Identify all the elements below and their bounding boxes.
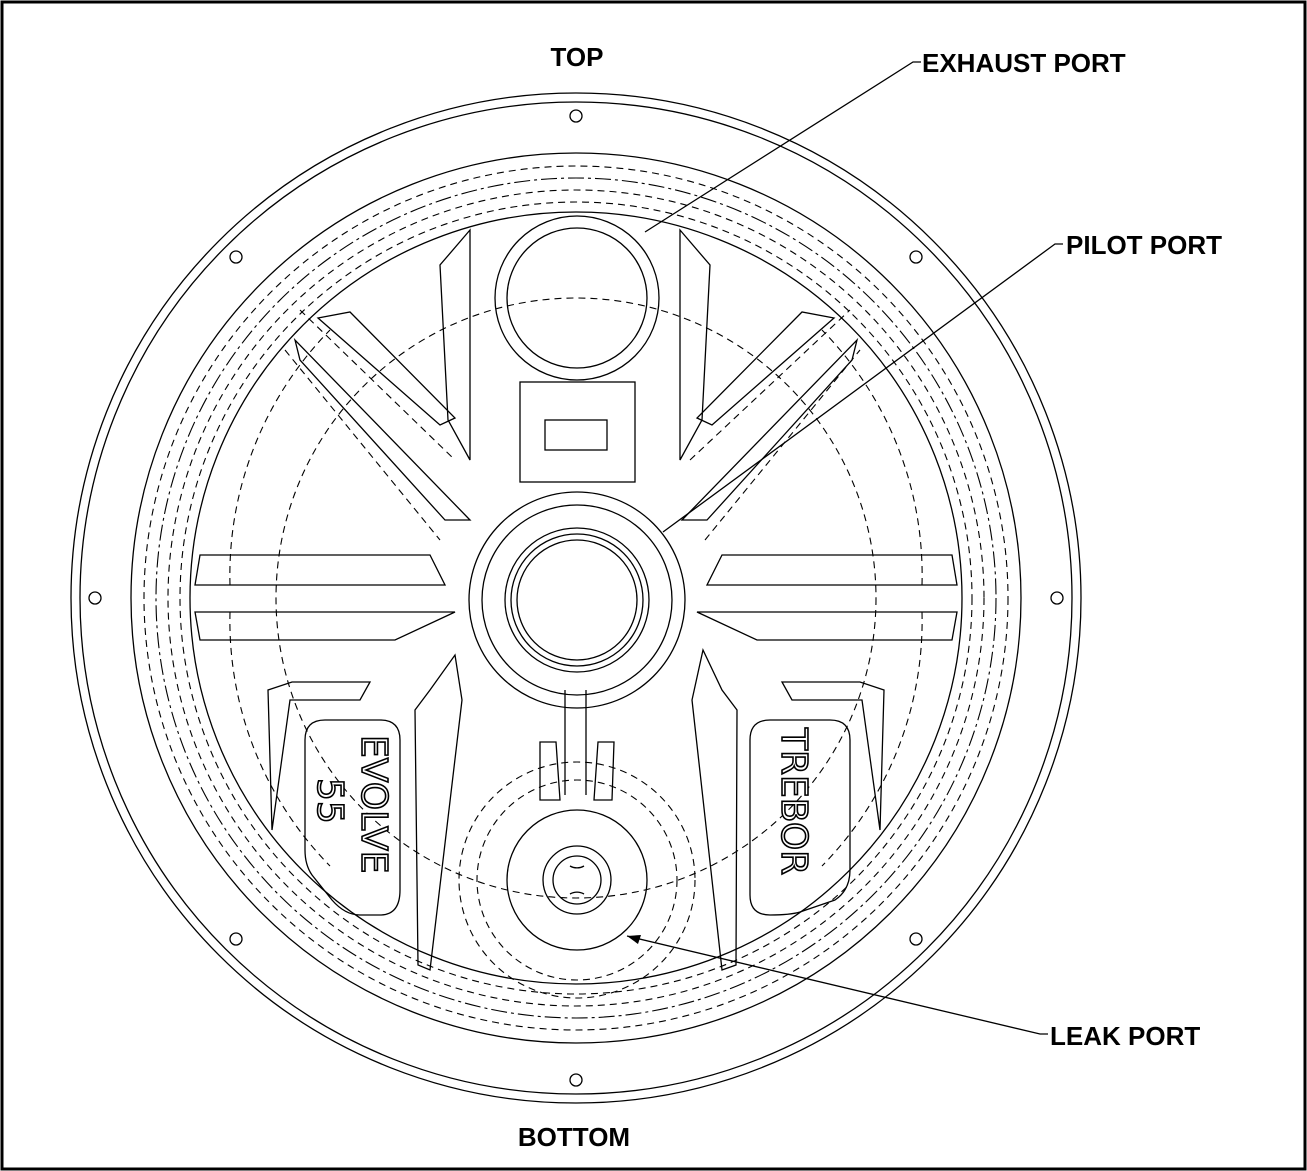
bottom-label: BOTTOM: [518, 1122, 630, 1152]
bolt-hole: [229, 250, 243, 264]
leak-port-leader: [626, 935, 1048, 1035]
bolt-hole: [569, 1073, 583, 1087]
top-label: TOP: [551, 42, 604, 72]
leak-port: [458, 761, 696, 999]
bolt-hole: [1050, 591, 1064, 605]
leak-port-label: LEAK PORT: [1050, 1021, 1200, 1051]
hidden-rings: [143, 165, 1009, 1031]
bolt-hole: [229, 932, 243, 946]
exhaust-port-label: EXHAUST PORT: [922, 48, 1126, 78]
pilot-port: [468, 491, 686, 709]
leak-port-arrowhead: [627, 935, 641, 944]
pilot-port-leader: [662, 243, 1063, 533]
evolve-text: EVOLVE: [353, 735, 394, 874]
exhaust-port: [494, 215, 660, 381]
evolve-badge: EVOLVE 55: [304, 719, 401, 916]
bolt-hole: [909, 932, 923, 946]
bolt-holes: [88, 109, 1064, 1087]
bolt-hole: [909, 250, 923, 264]
trebor-badge: TREBOR: [749, 719, 851, 916]
ribs: [194, 228, 958, 971]
bolt-hole: [88, 591, 102, 605]
exhaust-port-leader: [644, 61, 921, 233]
trebor-text: TREBOR: [773, 727, 814, 875]
callout-leaders: [626, 61, 1063, 1035]
evolve-number-text: 55: [309, 778, 350, 824]
outer-flange: [70, 92, 1082, 1104]
bolt-hole: [569, 109, 583, 123]
pilot-port-label: PILOT PORT: [1066, 230, 1222, 260]
